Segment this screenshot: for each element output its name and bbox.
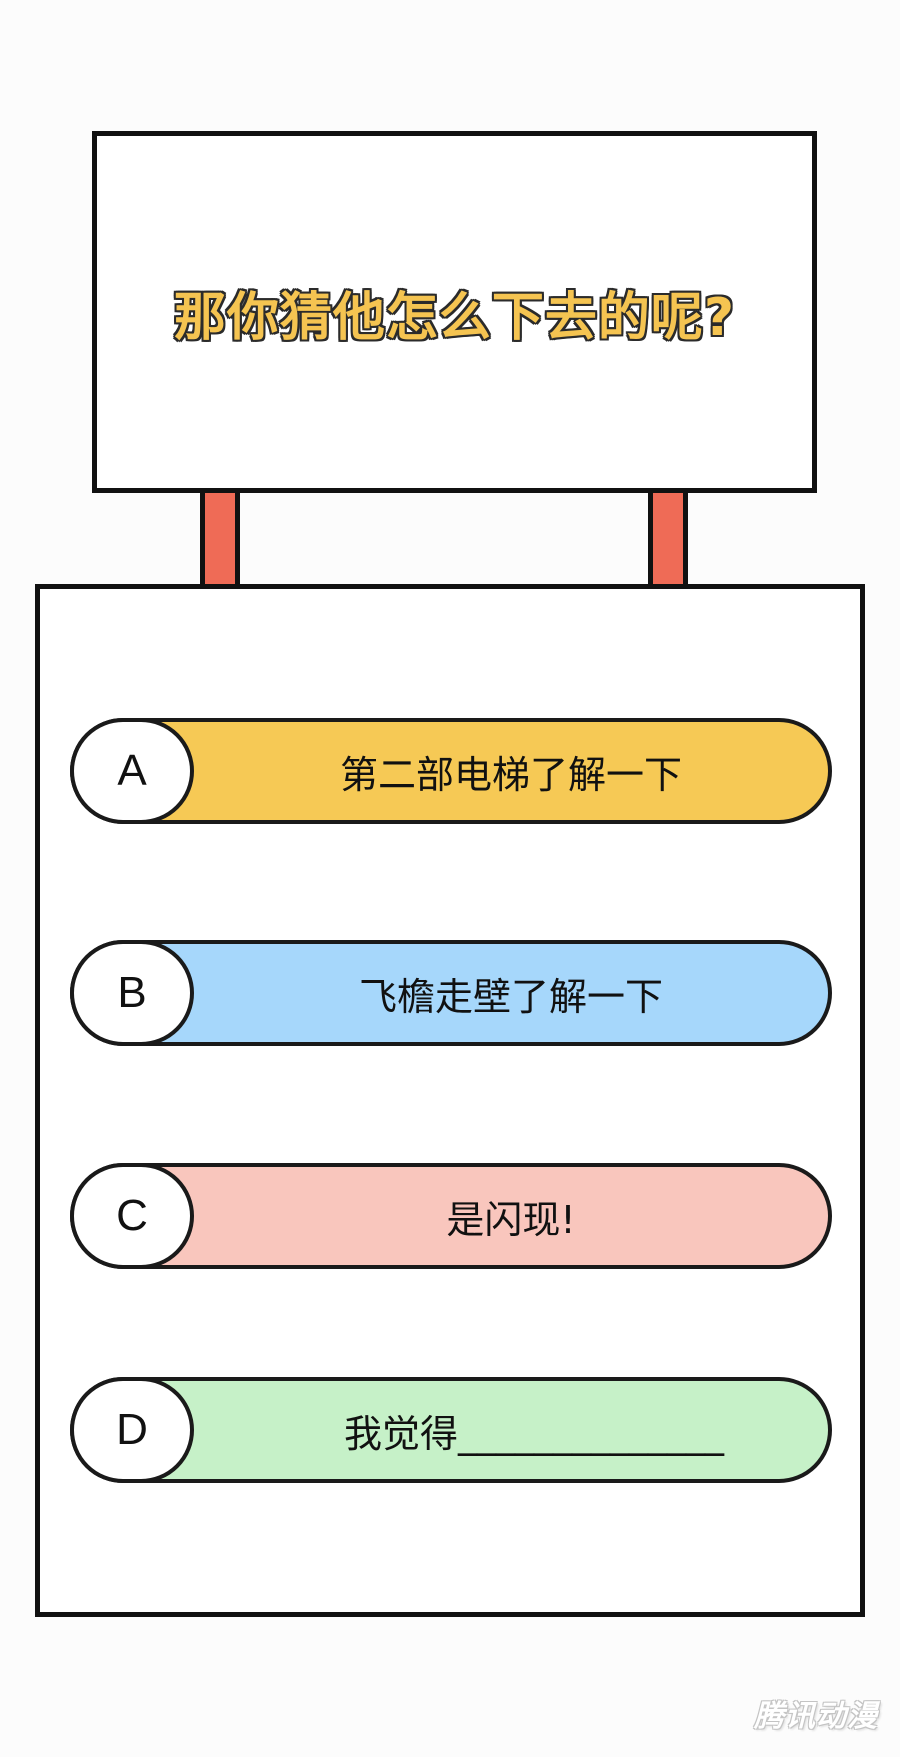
sign-post-right [648,493,688,588]
option-a-letter: A [70,718,194,824]
option-b-text: 飞檐走壁了解一下 [358,974,663,1019]
option-d-button[interactable]: D 我觉得______________ [70,1377,832,1483]
option-b-button[interactable]: B 飞檐走壁了解一下 [70,940,832,1046]
option-a-text: 第二部电梯了解一下 [339,752,682,797]
sign-post-left [200,493,240,588]
option-c-letter: C [70,1163,194,1269]
option-d-letter: D [70,1377,194,1483]
option-c-button[interactable]: C 是闪现! [70,1163,832,1269]
option-c-text: 是闪现! [446,1197,576,1242]
option-d-text: 我觉得______________ [344,1411,725,1456]
watermark-logo: 腾讯动漫 [754,1699,878,1734]
sign-board: 那你猜他怎么下去的呢? [92,131,817,493]
option-a-button[interactable]: A 第二部电梯了解一下 [70,718,832,824]
sign-title: 那你猜他怎么下去的呢? [173,287,736,349]
option-b-letter: B [70,940,194,1046]
